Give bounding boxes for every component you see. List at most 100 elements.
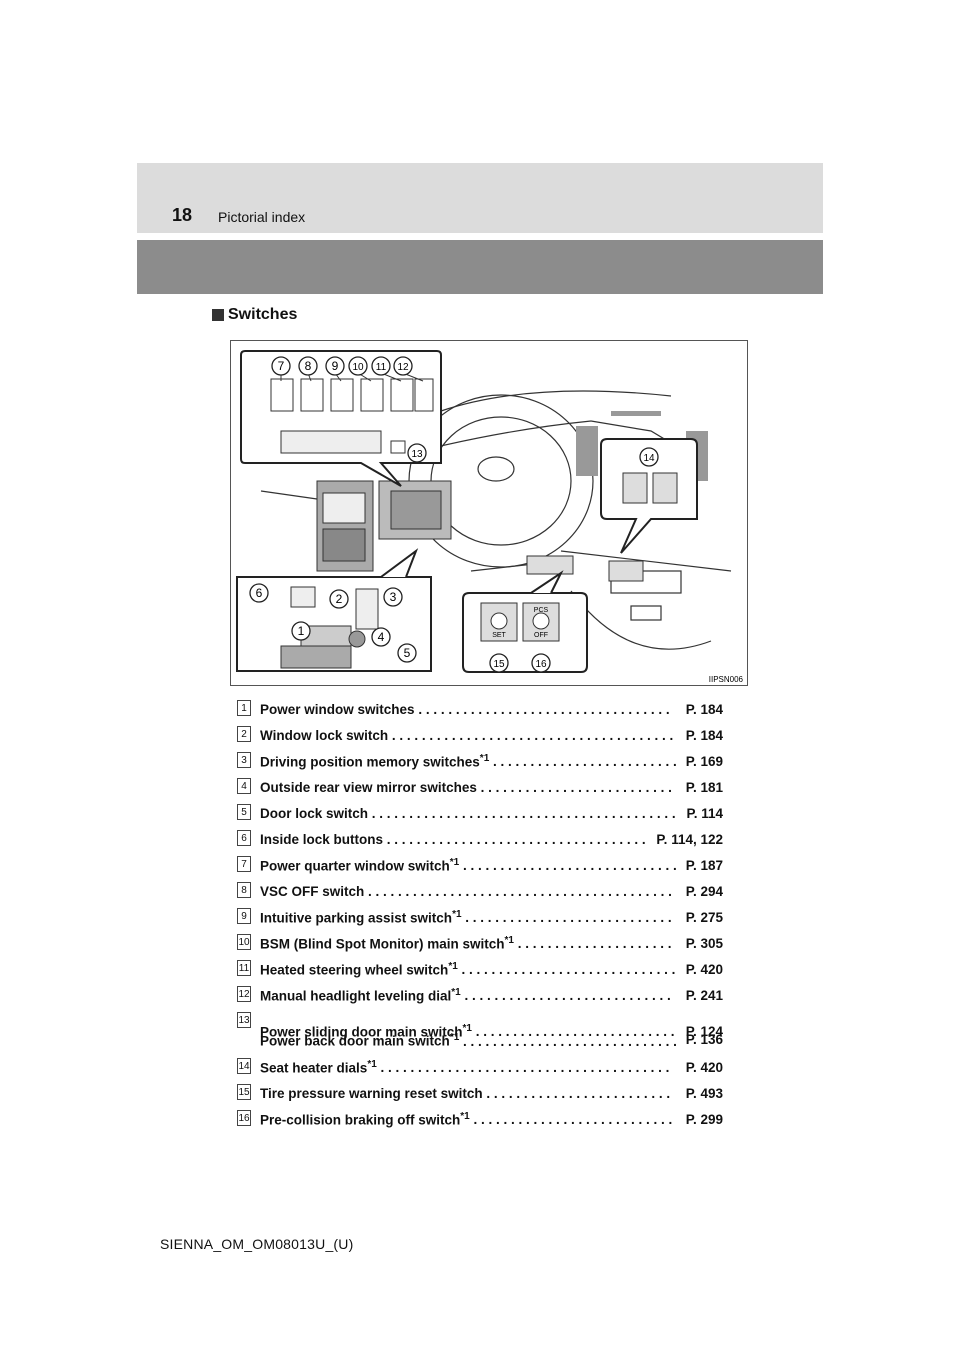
list-item: 12 Manual headlight leveling dial*1 . . .… <box>237 982 727 1008</box>
header-bar <box>137 163 823 233</box>
item-label: Tire pressure warning reset switch . . .… <box>260 1085 671 1101</box>
footnote-mark: *1 <box>448 960 458 972</box>
callout-circle <box>639 447 659 467</box>
item-page-ref: P. 114 <box>686 805 723 821</box>
callout-number: 4 <box>378 630 385 644</box>
callout-circle <box>291 621 311 641</box>
list-item: 16 Pre-collision braking off switch*1 . .… <box>237 1106 727 1132</box>
item-page-ref: P. 493 <box>685 1085 723 1101</box>
item-label: Intuitive parking assist switch*1 . . . … <box>260 908 672 926</box>
item-number-badge: 5 <box>237 804 251 820</box>
leader-dots: . . . . . . . . . . . . . . . . . . . . … <box>517 936 672 952</box>
callout-circle <box>371 627 391 647</box>
callout-circle <box>407 443 427 463</box>
item-label: Manual headlight leveling dial*1 . . . .… <box>260 986 671 1004</box>
off-label: OFF <box>534 632 548 639</box>
callout-circle <box>329 589 349 609</box>
item-label: Pre-collision braking off switch*1 . . .… <box>260 1110 673 1128</box>
item-number-badge: 11 <box>237 960 251 976</box>
leader-dots: . . . . . . . . . . . . . . . . . . . . … <box>371 805 676 821</box>
leader-dots: . . . . . . . . . . . . . . . . . . . . … <box>475 1024 675 1040</box>
list-item: 3 Driving position memory switches*1 . . … <box>237 748 727 774</box>
callout-number: 15 <box>493 659 505 670</box>
callout-circle <box>271 356 291 376</box>
subheading-text: Switches <box>228 306 298 323</box>
leader-dots: . . . . . . . . . . . . . . . . . . . . … <box>463 1033 677 1049</box>
item-label: Door lock switch . . . . . . . . . . . .… <box>260 805 676 821</box>
item-label: Inside lock buttons . . . . . . . . . . … <box>260 831 646 847</box>
list-item: 11 Heated steering wheel switch*1 . . . .… <box>237 956 727 982</box>
item-page-ref: P. 294 <box>685 883 723 899</box>
footnote-mark: *1 <box>449 1032 460 1043</box>
item-number-badge: 13 <box>237 1012 251 1028</box>
subheading: Switches <box>212 306 297 324</box>
footer-code: SIENNA_OM_OM08013U_(U) <box>160 1236 354 1252</box>
item-number-badge: 7 <box>237 856 251 872</box>
leader-dots: . . . . . . . . . . . . . . . . . . . . … <box>418 701 670 717</box>
section-title: Pictorial index <box>218 209 306 225</box>
figure-code: IIPSN006 <box>709 675 744 684</box>
footnote-mark: *1 <box>504 934 514 946</box>
leader-dots: . . . . . . . . . . . . . . . . . . . . … <box>473 1112 673 1128</box>
list-item: 5 Door lock switch . . . . . . . . . . . … <box>237 800 727 826</box>
list-item: 8 VSC OFF switch . . . . . . . . . . . . … <box>237 878 727 904</box>
item-number-badge: 1 <box>237 700 251 716</box>
callout-circle <box>489 653 509 673</box>
item-number-badge: 15 <box>237 1084 251 1100</box>
item-page-ref: P. 420 <box>685 961 723 977</box>
item-page-ref: P. 241 <box>685 987 723 1003</box>
item-page-ref: P. 305 <box>685 935 723 951</box>
leader-dots: . . . . . . . . . . . . . . . . . . . . … <box>463 858 677 874</box>
item-label: Heated steering wheel switch*1 . . . . .… <box>260 960 676 978</box>
leader-dots: . . . . . . . . . . . . . . . . . . . . … <box>386 831 646 847</box>
item-number-badge: 8 <box>237 882 251 898</box>
item-page-ref: P. 299 <box>685 1111 723 1127</box>
switch-list: 1 Power window switches . . . . . . . . .… <box>237 696 727 1132</box>
item-page-ref: P. 187 <box>685 857 723 873</box>
item-page-ref: P. 184 <box>685 727 723 743</box>
callout-circle <box>249 583 269 603</box>
callout-number: 1 <box>298 624 305 638</box>
item-label: Power window switches . . . . . . . . . … <box>260 701 670 717</box>
item-page-ref: P. 114, 122 <box>656 831 723 847</box>
item-label: Seat heater dials*1 . . . . . . . . . . … <box>260 1058 670 1076</box>
item-number-badge: 10 <box>237 934 251 950</box>
item-label: Outside rear view mirror switches . . . … <box>260 779 672 795</box>
leader-dots: . . . . . . . . . . . . . . . . . . . . … <box>464 988 671 1004</box>
item-label: VSC OFF switch . . . . . . . . . . . . .… <box>260 883 672 899</box>
callout-circle <box>393 356 413 376</box>
callout-number: 8 <box>305 359 312 373</box>
leader-dots: . . . . . . . . . . . . . . . . . . . . … <box>461 962 676 978</box>
callout-number: 3 <box>390 590 397 604</box>
item-label: Driving position memory switches*1 . . .… <box>260 752 677 770</box>
item-number-badge: 12 <box>237 986 251 1002</box>
callout-circle <box>383 587 403 607</box>
footnote-mark: *1 <box>452 908 462 920</box>
item-page-ref: P. 181 <box>685 779 723 795</box>
item-number-badge: 3 <box>237 752 251 768</box>
callout-circle <box>397 643 417 663</box>
leader-dots: . . . . . . . . . . . . . . . . . . . . … <box>493 754 677 770</box>
leader-dots: . . . . . . . . . . . . . . . . . . . . … <box>486 1085 671 1101</box>
item-number-badge: 9 <box>237 908 251 924</box>
item-page-ref: P. 420 <box>685 1059 723 1075</box>
callout-number: 13 <box>411 449 423 460</box>
item-label: Power sliding door main switch*1 . . . .… <box>260 1022 675 1040</box>
leader-dots: . . . . . . . . . . . . . . . . . . . . … <box>380 1060 670 1076</box>
footnote-mark: *1 <box>451 986 461 998</box>
list-item: 9 Intuitive parking assist switch*1 . . .… <box>237 904 727 930</box>
callout-number: 2 <box>336 592 343 606</box>
item-number-badge: 16 <box>237 1110 251 1126</box>
footnote-mark: *1 <box>367 1058 377 1070</box>
item-page-ref: P. 169 <box>685 753 723 769</box>
callout-number: 16 <box>535 659 547 670</box>
set-label: SET <box>492 632 506 639</box>
footnote-mark: *1 <box>479 752 490 764</box>
callout-circle <box>325 356 345 376</box>
callout-number: 11 <box>376 362 387 373</box>
